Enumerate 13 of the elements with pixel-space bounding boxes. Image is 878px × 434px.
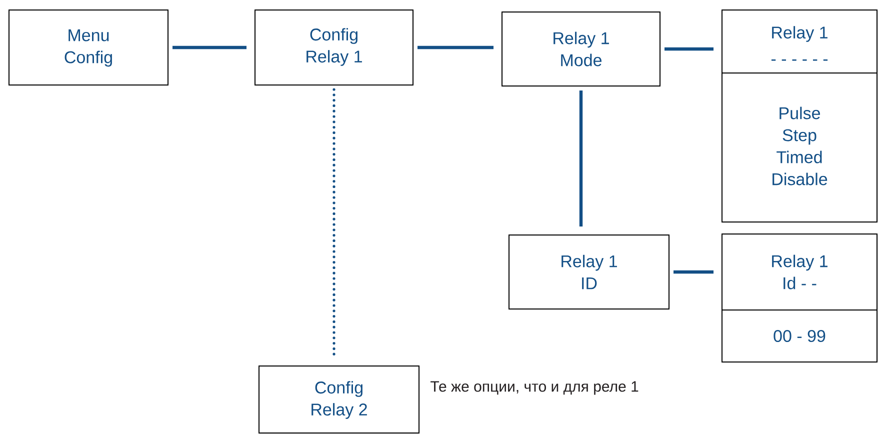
menu-box: Menu Config [8,10,168,86]
note-text: Те же опции, что и для реле 1 [430,381,638,395]
menu-box: Config Relay 1 [254,10,414,86]
connector-line [418,46,494,50]
menu-box: Relay 1 Mode [502,12,660,86]
menu-box: Config Relay 2 [258,366,420,434]
menu-box: Relay 1 ID [508,234,670,310]
connector-line [579,90,583,226]
connector-line [674,270,714,274]
connector-line [172,46,246,50]
menu-box: Relay 1 Id - - 00 - 99 [722,234,878,362]
connector-line [664,47,714,51]
menu-box: Relay 1 - - - - - - Pulse Step Timed Disable [722,10,878,222]
